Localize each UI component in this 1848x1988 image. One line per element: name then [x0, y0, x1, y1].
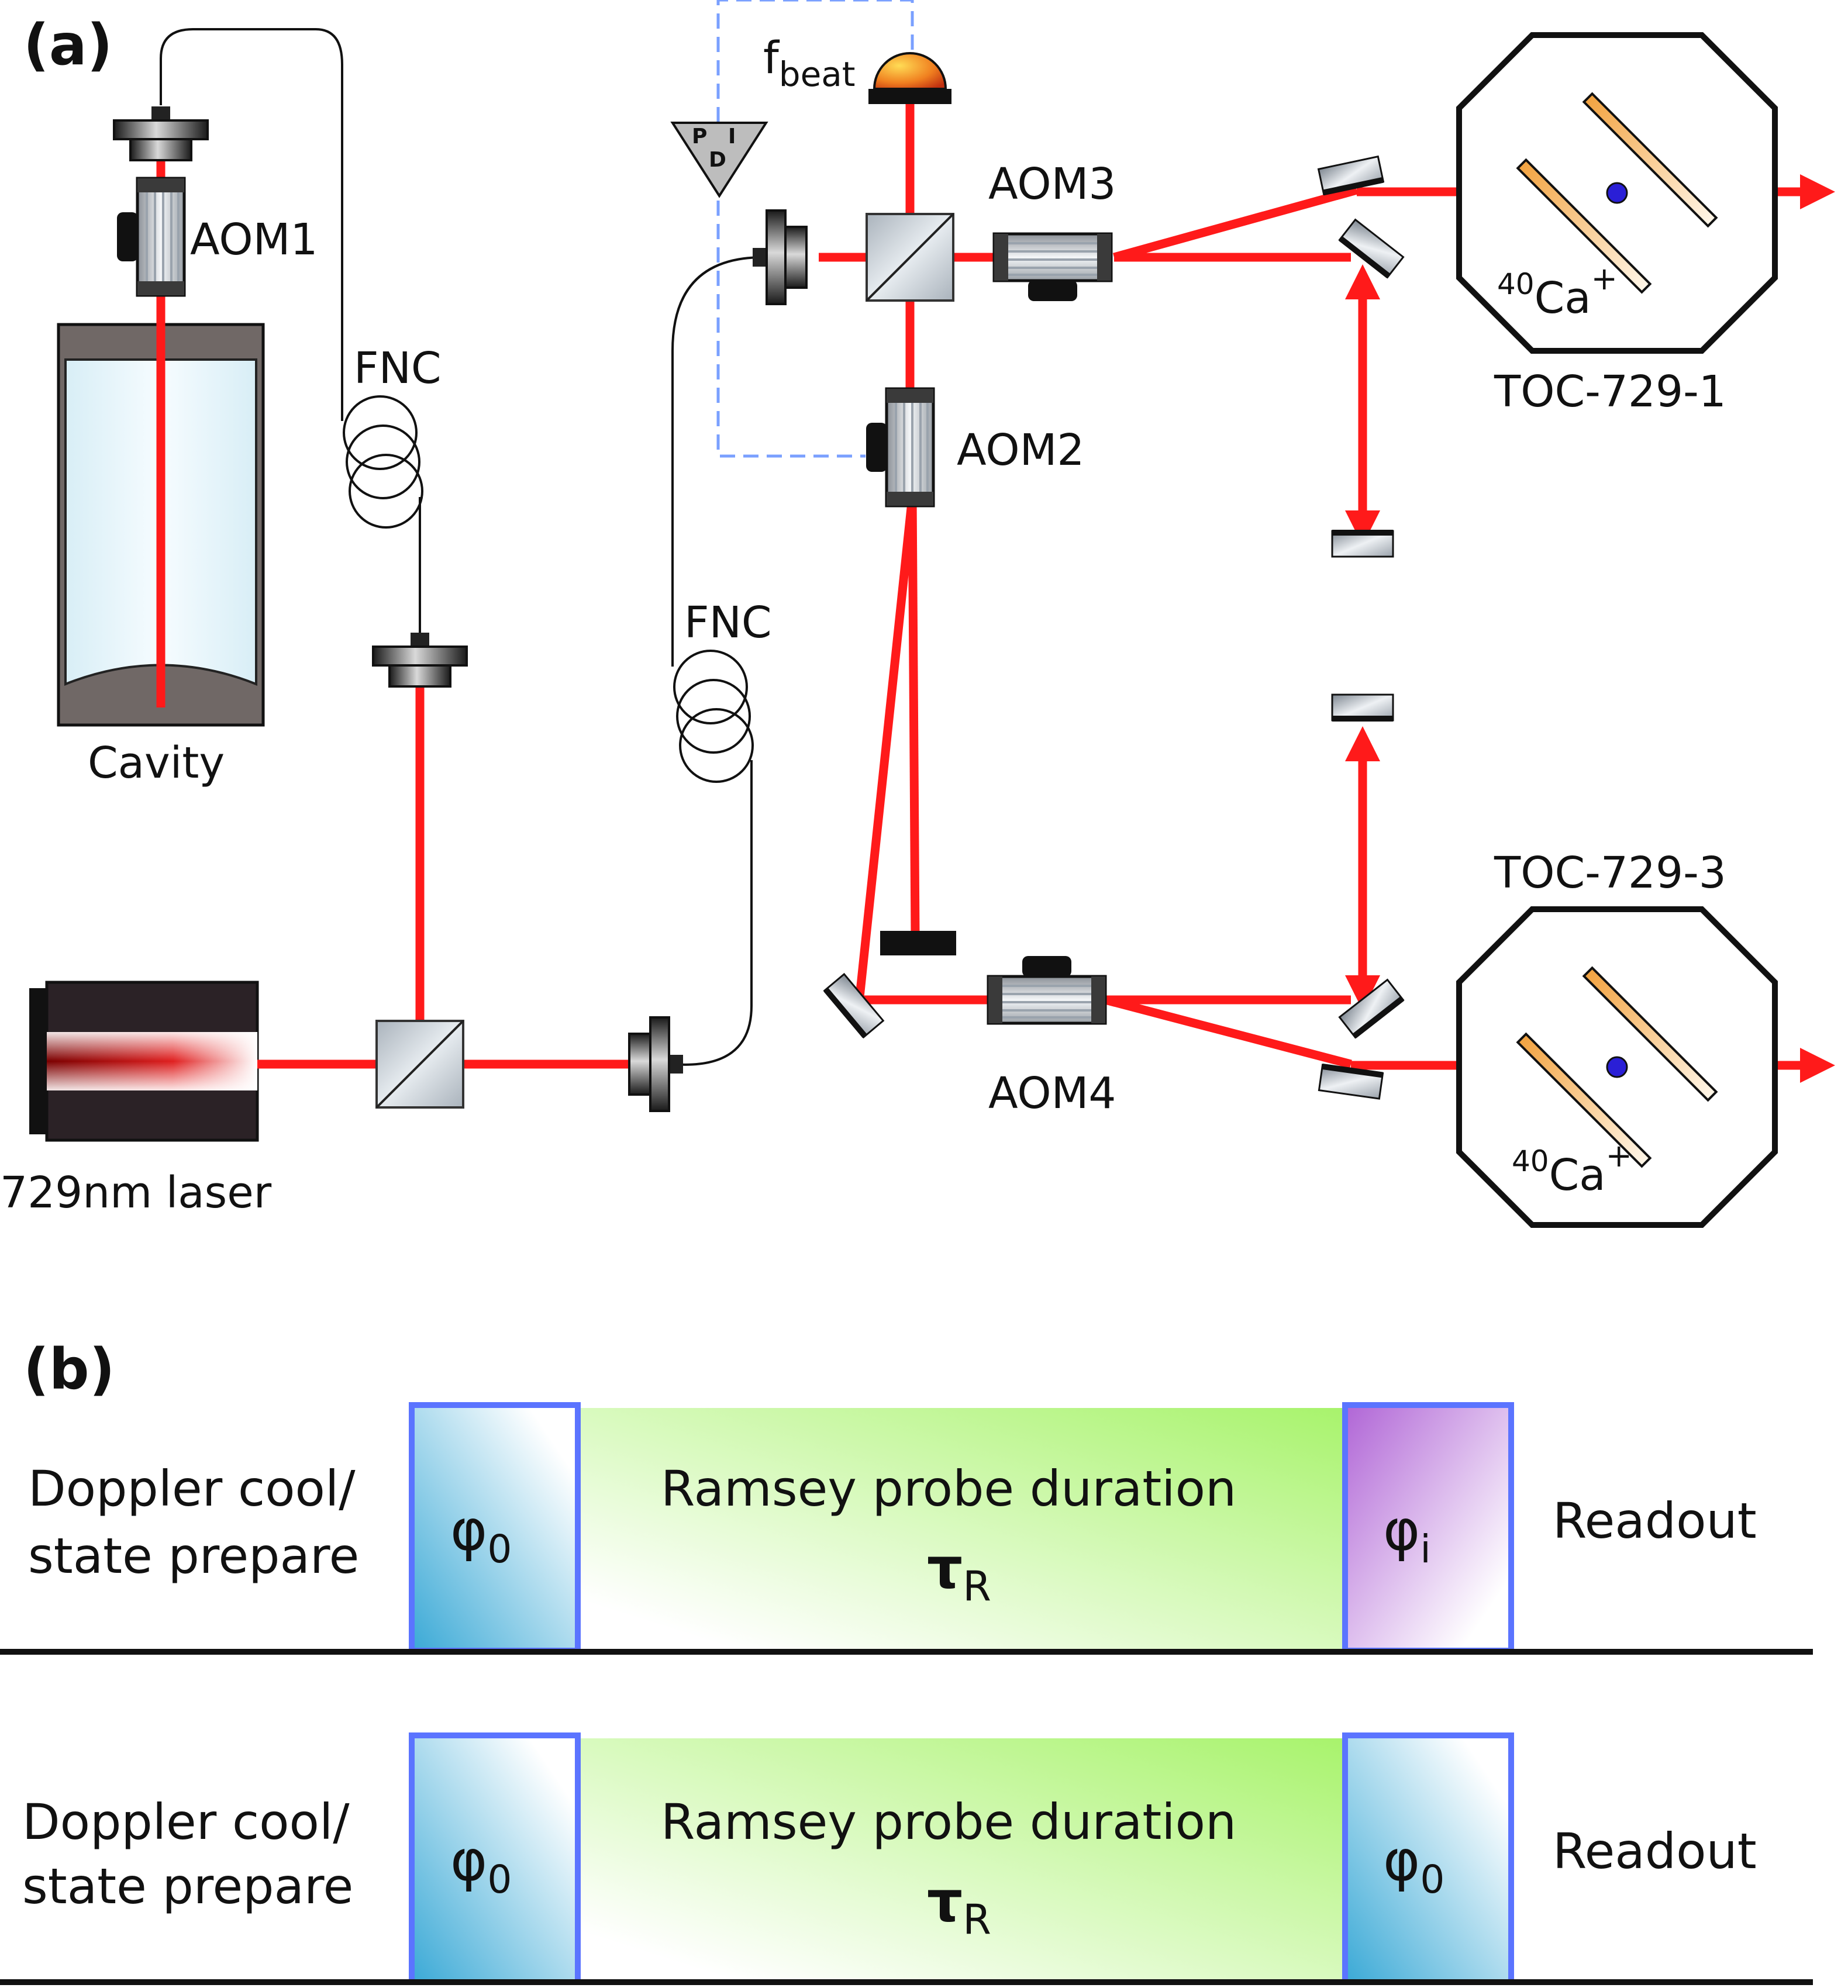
trap1-label: TOC-729-1: [1494, 367, 1726, 417]
cavity-label: Cavity: [88, 738, 225, 788]
mirror-icon: [822, 973, 884, 1039]
probe-tau-label: τR: [927, 1869, 991, 1944]
photodiode-icon: [868, 52, 951, 104]
aom1: [117, 178, 184, 295]
probe-tau-label: τR: [927, 1535, 991, 1610]
readout-label: Readout: [1553, 1492, 1757, 1549]
aom4: [988, 956, 1105, 1023]
fnc-coil-left: [343, 395, 423, 529]
second-pulse: [1342, 1732, 1514, 1985]
svg-text:D: D: [709, 148, 726, 172]
ramsey-probe-block: [581, 1738, 1342, 1980]
first-pulse-label: φ0: [450, 1828, 512, 1902]
probe-label: Ramsey probe duration: [661, 1793, 1236, 1851]
sequence-row-1: Doppler cool/ state prepare φ0 Ramsey pr…: [0, 1402, 1813, 1655]
first-pulse-label: φ0: [450, 1497, 512, 1572]
trap3-label: TOC-729-3: [1494, 848, 1726, 898]
svg-text:P: P: [692, 125, 707, 149]
beam-splitter-cube-icon: [866, 213, 954, 302]
aom3: [994, 234, 1111, 301]
trap3-ion-label: 40Ca+: [1512, 1137, 1632, 1200]
mirror-icon: [1331, 693, 1394, 723]
aom1-label: AOM1: [190, 215, 318, 265]
optical-fibers: [160, 28, 764, 1066]
fiber-coupler-icon: [751, 209, 808, 305]
pid-feedback-loop: [716, 0, 914, 458]
fnc-left-label: FNC: [354, 343, 442, 394]
sequence-row-2: Doppler cool/ state prepare φ0 Ramsey pr…: [0, 1732, 1813, 1985]
first-pulse: [409, 1402, 581, 1654]
prep-label: Doppler cool/ state prepare: [28, 1460, 371, 1585]
panel-a-tag: (a): [23, 12, 113, 78]
laser-label: 729nm laser: [0, 1168, 272, 1218]
mirror-icon: [1331, 529, 1394, 558]
aom4-label: AOM4: [988, 1068, 1116, 1119]
trap1-ion-label: 40Ca+: [1497, 260, 1618, 323]
prep-label: Doppler cool/ state prepare: [22, 1793, 365, 1915]
probe-label: Ramsey probe duration: [661, 1460, 1236, 1517]
mirror-icon: [1337, 219, 1405, 279]
fbeat-label: fbeat: [763, 32, 856, 94]
second-pulse-label: φi: [1383, 1497, 1431, 1572]
panel-b-tag: (b): [23, 1337, 115, 1402]
aom3-label: AOM3: [988, 159, 1116, 209]
pid-controller-icon: P I D: [670, 122, 768, 198]
fiber-coupler-icon: [113, 105, 209, 161]
mirror-icon: [1338, 979, 1405, 1040]
ion-trap-icon: [1459, 909, 1775, 1225]
aom2-label: AOM2: [957, 425, 1085, 475]
ion-trap-icon: [1459, 35, 1775, 351]
fiber-coupler-icon: [628, 1016, 684, 1112]
fnc-coil-right: [673, 650, 754, 783]
beam-block: [880, 931, 956, 955]
ramsey-probe-block: [581, 1408, 1342, 1649]
fiber-coupler-icon: [372, 631, 468, 688]
second-pulse-label: φ0: [1383, 1828, 1444, 1902]
aom2: [866, 389, 933, 506]
svg-text:I: I: [728, 125, 736, 149]
fnc-right-label: FNC: [684, 598, 772, 648]
beam-splitter-cube-icon: [375, 1020, 464, 1109]
laser-source-icon: [29, 981, 259, 1142]
readout-label: Readout: [1553, 1823, 1757, 1880]
